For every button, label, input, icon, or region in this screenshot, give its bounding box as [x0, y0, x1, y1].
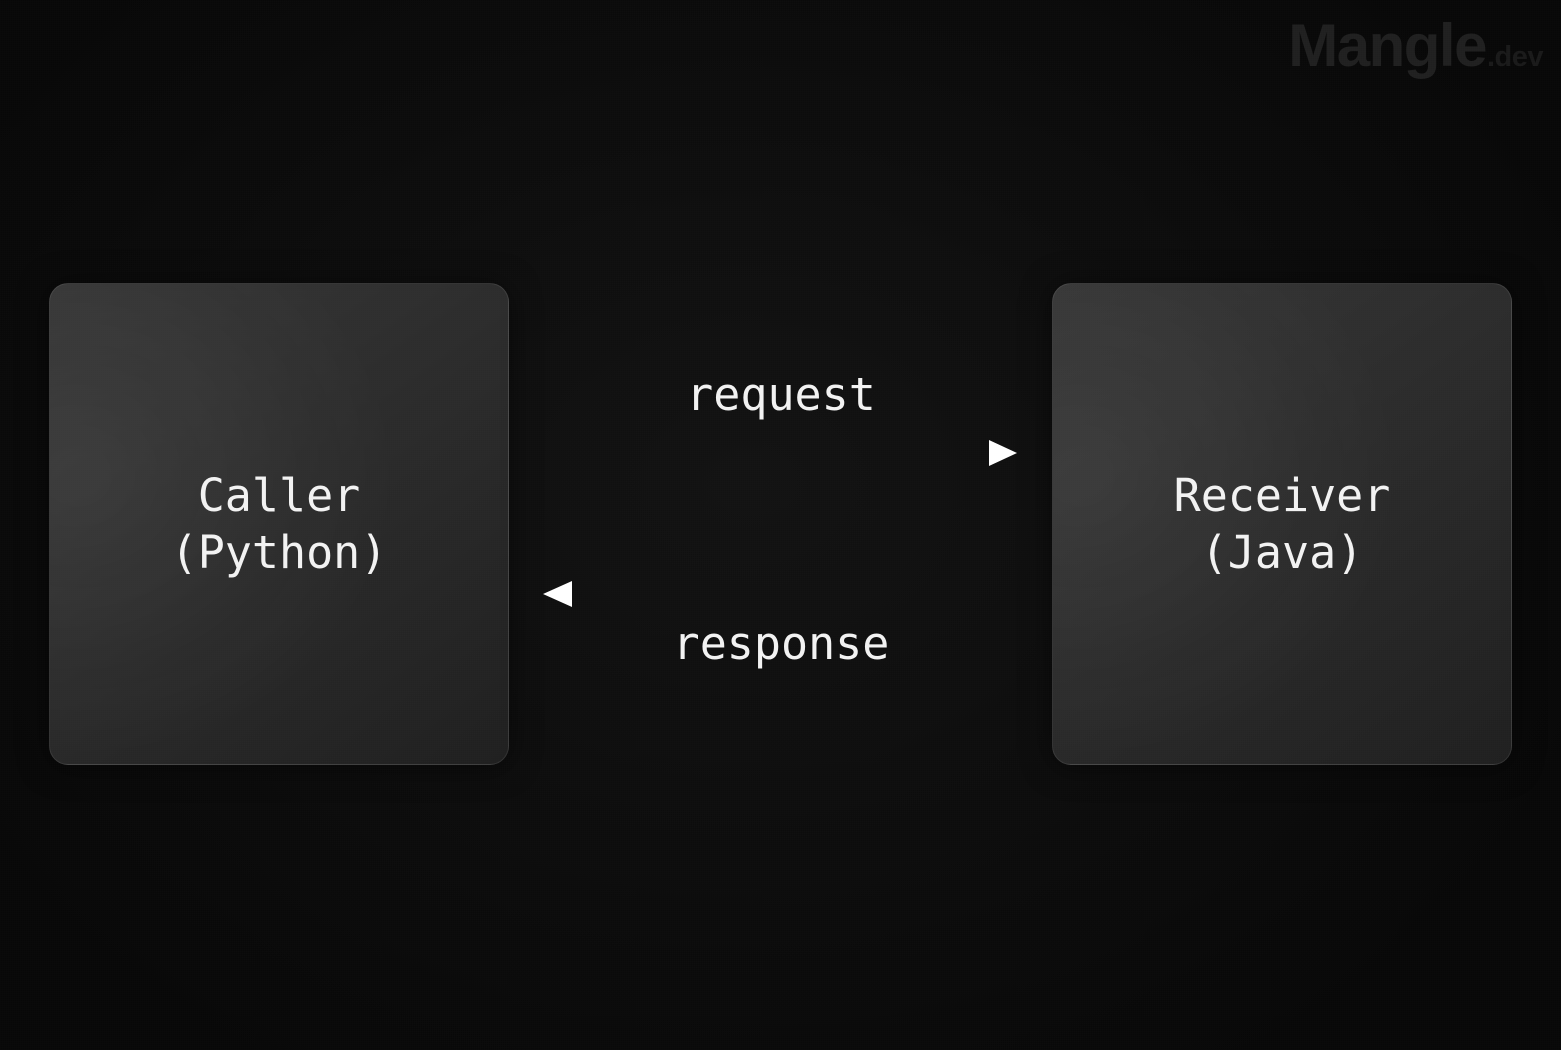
- watermark-suffix-text: .dev: [1486, 41, 1544, 73]
- mangle-dev-watermark: Mangle .dev: [1288, 16, 1543, 76]
- edge-response-arrow: [543, 581, 1017, 607]
- node-receiver-title: Receiver: [1173, 469, 1391, 522]
- edge-label-response: response: [672, 617, 890, 670]
- node-receiver-subtitle: (Java): [1200, 526, 1364, 579]
- watermark-brand-text: Mangle: [1288, 12, 1487, 79]
- node-caller[interactable]: Caller (Python): [49, 283, 509, 765]
- node-caller-subtitle: (Python): [170, 526, 388, 579]
- edge-request-arrow: [543, 440, 1017, 466]
- node-caller-title: Caller: [197, 469, 361, 522]
- edge-label-request: request: [686, 368, 876, 421]
- node-receiver[interactable]: Receiver (Java): [1052, 283, 1512, 765]
